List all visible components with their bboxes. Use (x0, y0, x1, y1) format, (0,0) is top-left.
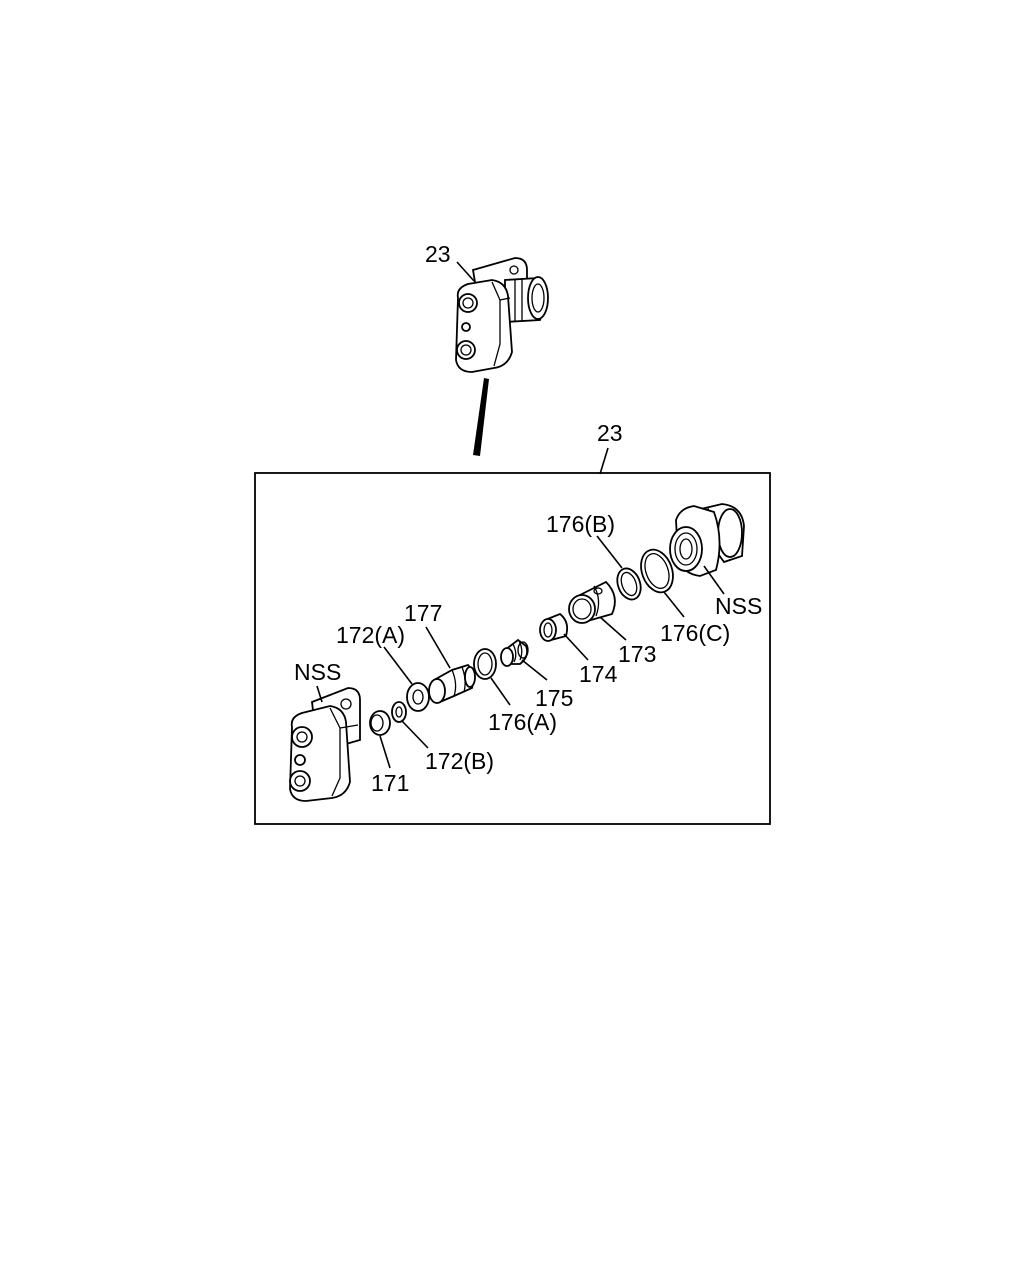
label-171: 171 (371, 770, 409, 796)
part-176c (640, 548, 674, 594)
leader-nss-right (703, 565, 725, 595)
part-176b (616, 567, 642, 601)
label-177: 177 (404, 600, 442, 626)
label-176b: 176(B) (546, 511, 615, 537)
leader-23-top (456, 261, 475, 282)
part-172b (391, 701, 407, 723)
leader-173 (599, 616, 627, 641)
exploded-view-frame (254, 472, 771, 825)
part-175 (500, 638, 529, 667)
assembled-valve-unit (455, 257, 549, 373)
part-174 (539, 612, 569, 642)
leader-171 (379, 735, 391, 769)
label-nss-left: NSS (294, 659, 341, 685)
right-end-cover (669, 503, 745, 577)
leader-175 (521, 659, 548, 681)
leader-172a (383, 646, 413, 685)
label-172a: 172(A) (336, 622, 405, 648)
label-23-top: 23 (425, 241, 451, 267)
label-172b: 172(B) (425, 748, 494, 774)
part-173 (568, 580, 616, 624)
label-23-box: 23 (597, 420, 623, 446)
leader-176c (663, 591, 685, 618)
label-176c: 176(C) (660, 620, 730, 646)
leader-177 (425, 626, 451, 669)
leader-174 (563, 633, 589, 661)
leader-176a (490, 677, 511, 706)
label-174: 174 (579, 661, 618, 687)
part-172a (406, 682, 430, 712)
label-175: 175 (535, 685, 573, 711)
label-nss-right: NSS (715, 593, 762, 619)
leader-nss-left (316, 685, 323, 703)
leader-176b (596, 535, 623, 569)
exploded-view-arrow (473, 378, 489, 456)
leader-172b (401, 720, 429, 749)
leader-23-box (599, 447, 609, 475)
left-valve-body (289, 687, 361, 802)
part-176a (473, 648, 497, 680)
part-171 (369, 710, 391, 736)
label-173: 173 (618, 641, 656, 667)
label-176a: 176(A) (488, 709, 557, 735)
part-177 (428, 663, 476, 704)
